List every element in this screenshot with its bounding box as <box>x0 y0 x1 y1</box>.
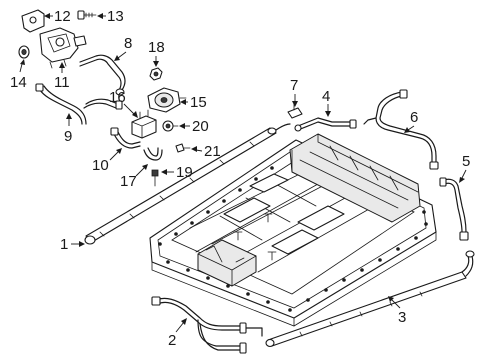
part-16-valve-block <box>131 109 157 139</box>
callout-7: 7 <box>290 77 298 107</box>
part-20-fitting <box>162 120 179 132</box>
callout-21-label: 21 <box>204 143 221 160</box>
callout-16: 16 <box>109 89 138 118</box>
callout-17-label: 17 <box>120 173 137 190</box>
callout-14-label: 14 <box>10 74 27 91</box>
callout-19-label: 19 <box>176 164 193 181</box>
part-3-right-rail <box>265 250 475 348</box>
part-17-small-hose <box>143 147 163 161</box>
callout-1-label: 1 <box>60 236 68 253</box>
callout-5-label: 5 <box>462 153 470 170</box>
callout-3: 3 <box>388 296 406 326</box>
callout-6-label: 6 <box>410 109 418 126</box>
callout-18-label: 18 <box>148 39 165 56</box>
part-9-hose-assembly <box>35 83 123 125</box>
part-12-bracket <box>21 9 45 33</box>
callout-10-label: 10 <box>92 157 109 174</box>
callout-9: 9 <box>64 113 72 145</box>
callout-3-label: 3 <box>398 309 406 326</box>
callout-17: 17 <box>120 164 148 190</box>
callout-2-label: 2 <box>168 332 176 349</box>
callout-12-label: 12 <box>54 8 71 25</box>
battery-tray <box>149 133 437 327</box>
part-10-small-hose <box>110 127 141 149</box>
callout-8-label: 8 <box>124 35 132 52</box>
callout-20-label: 20 <box>192 118 209 135</box>
callout-6: 6 <box>404 109 418 133</box>
part-21-pin <box>175 143 191 153</box>
callout-13-label: 13 <box>107 8 124 25</box>
callout-18: 18 <box>148 39 165 67</box>
callout-7-label: 7 <box>290 77 298 94</box>
callout-4-label: 4 <box>322 88 330 105</box>
part-2-lower-hose <box>151 296 263 354</box>
part-19-bolt <box>151 169 159 187</box>
callout-20: 20 <box>179 118 209 135</box>
part-18-nut <box>149 67 163 81</box>
part-14-grommet <box>18 45 30 59</box>
part-13-screw <box>77 10 97 20</box>
callout-16-label: 16 <box>109 89 126 106</box>
callout-1: 1 <box>60 236 85 253</box>
callout-19: 19 <box>161 164 193 181</box>
callout-14: 14 <box>10 59 27 91</box>
callout-15: 15 <box>180 94 207 111</box>
callout-11-label: 11 <box>54 74 70 91</box>
part-5-side-hose <box>439 177 469 241</box>
callout-4: 4 <box>322 88 331 117</box>
callout-15-label: 15 <box>190 94 207 111</box>
part-11-pump-body <box>39 27 87 69</box>
part-8-coolant-pipe <box>79 54 126 96</box>
part-4-upper-tube <box>294 117 357 132</box>
callout-11: 11 <box>54 62 70 91</box>
part-15-heater <box>147 87 187 113</box>
part-6-upper-right-tube <box>363 89 439 170</box>
callout-21: 21 <box>191 143 221 160</box>
callout-8: 8 <box>114 35 132 61</box>
callout-5: 5 <box>459 153 470 183</box>
perimeter-bolts <box>158 166 428 312</box>
part-1-side-rail <box>84 123 291 245</box>
callout-12: 12 <box>44 8 71 25</box>
callout-2: 2 <box>168 318 187 349</box>
callout-9-label: 9 <box>64 128 72 145</box>
callout-10: 10 <box>92 148 122 174</box>
callout-13: 13 <box>97 8 124 25</box>
